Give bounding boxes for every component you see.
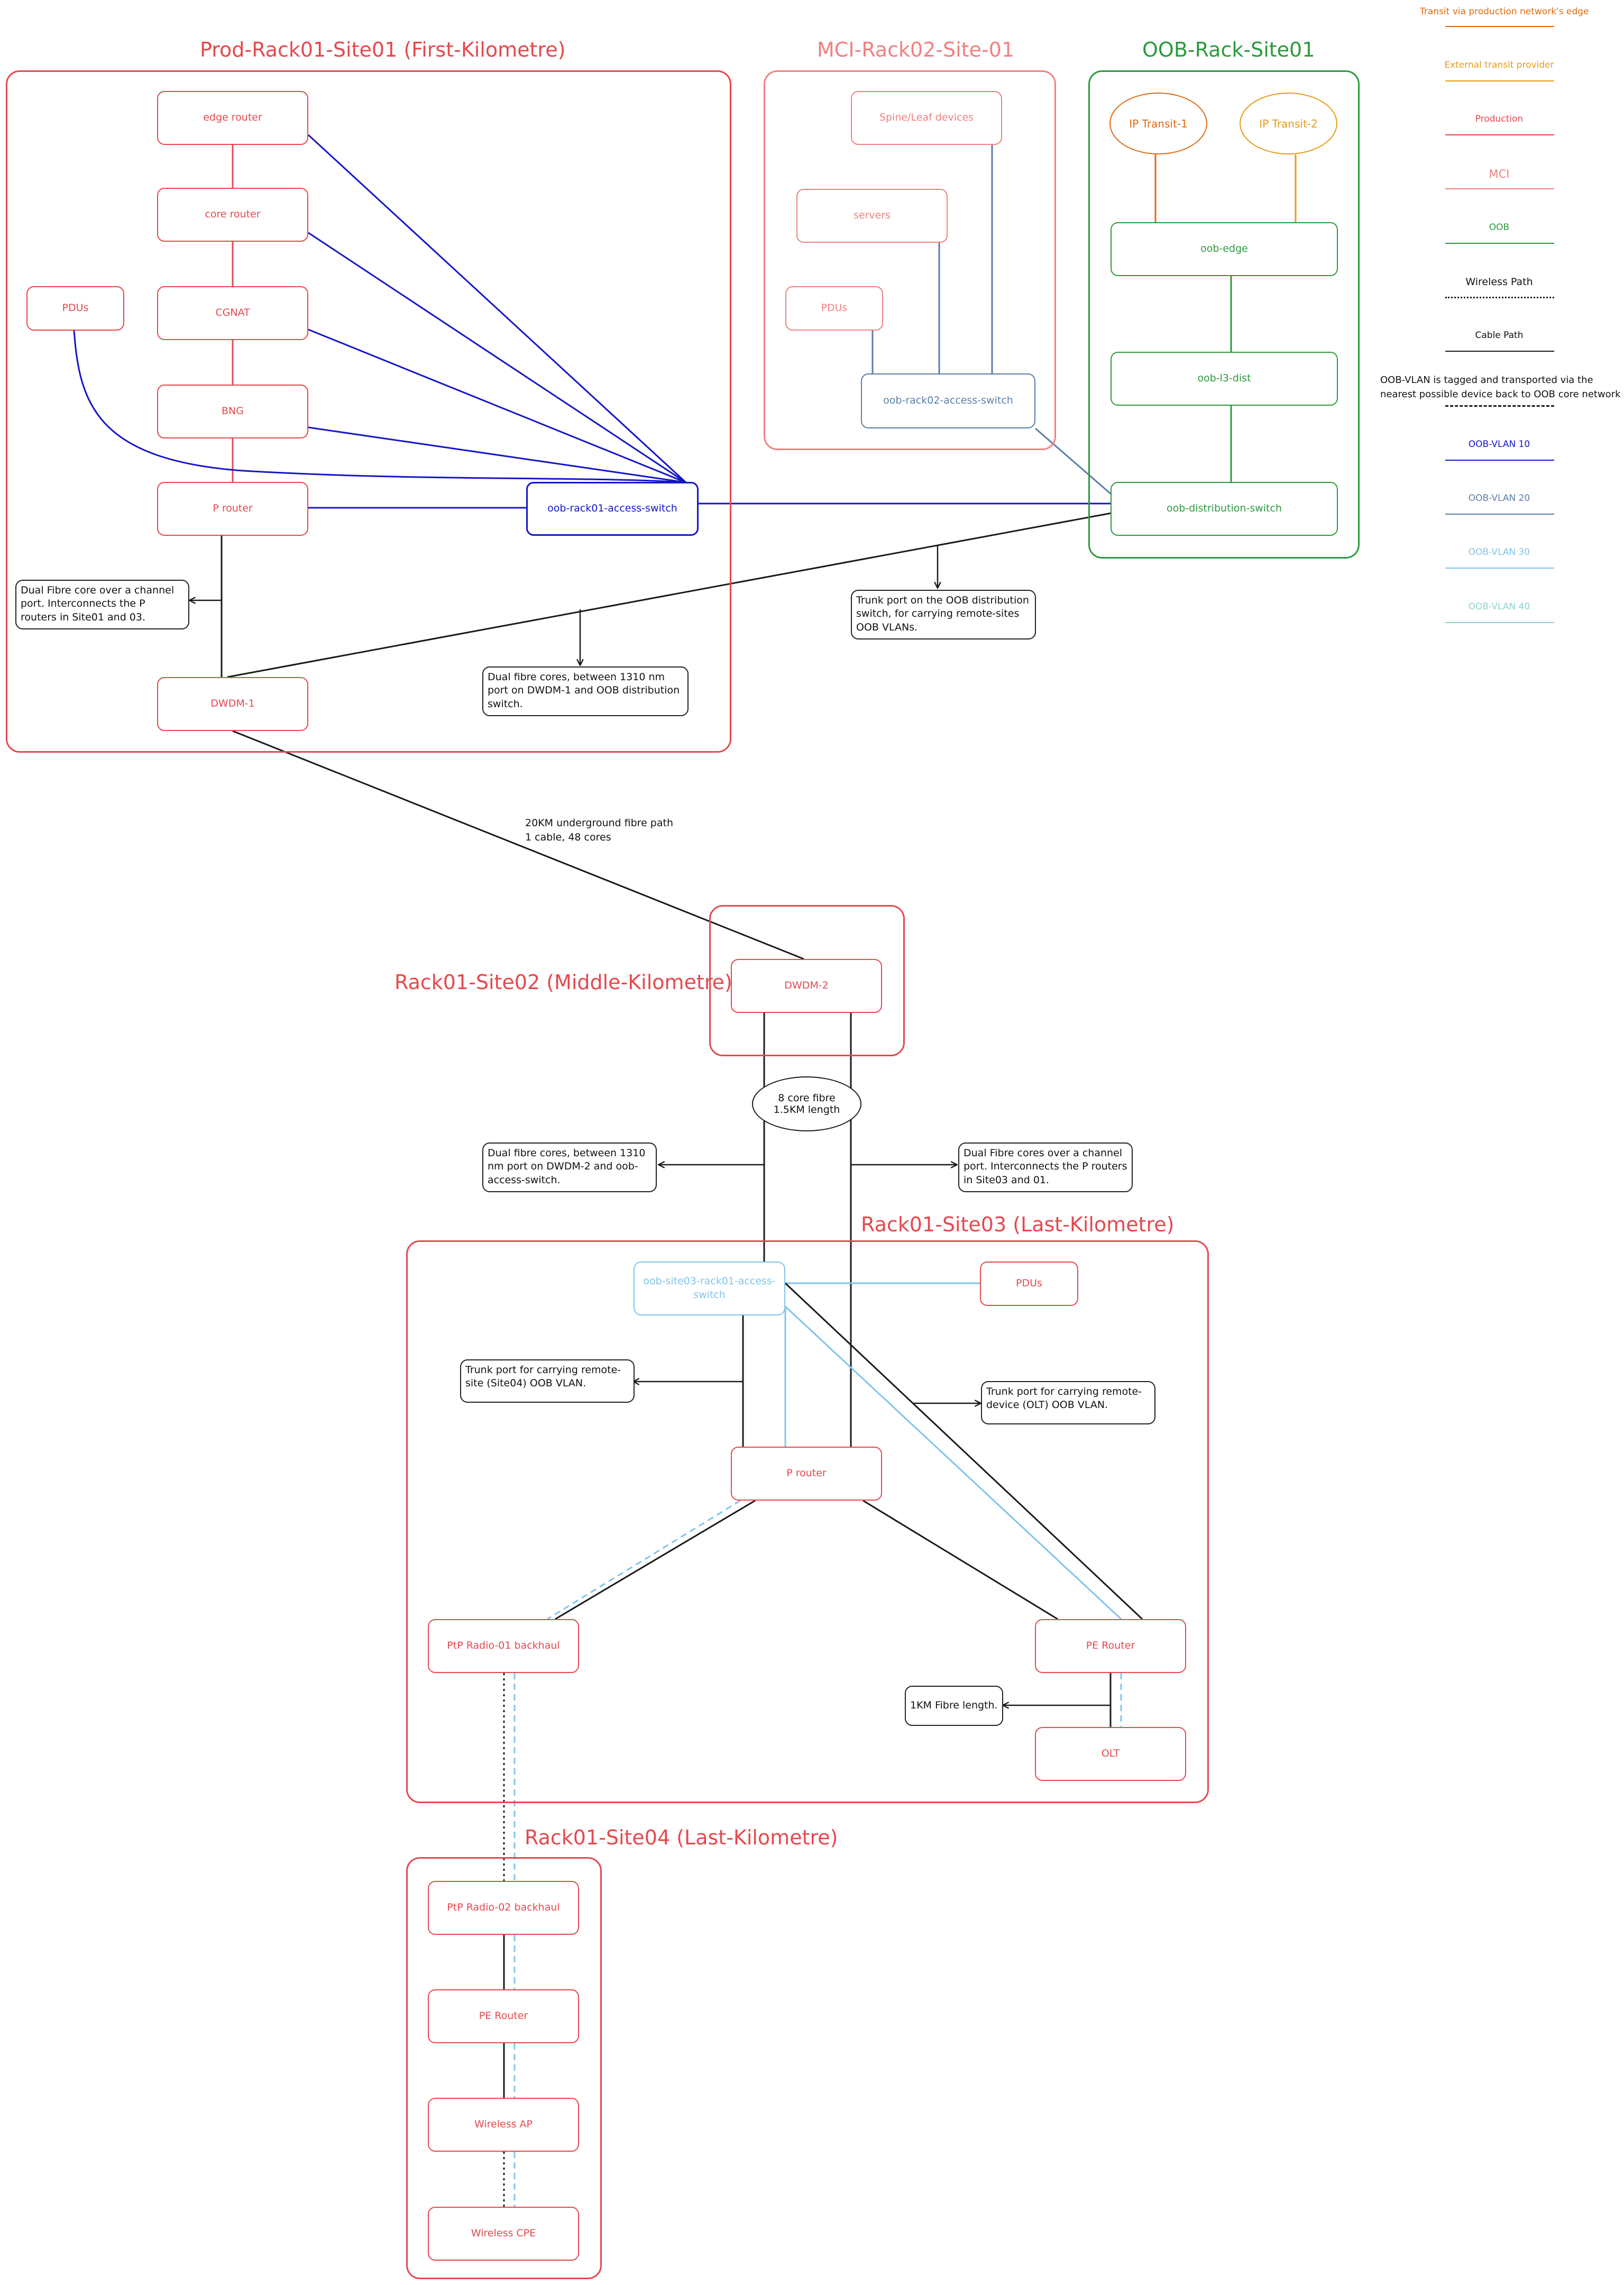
legend-transit-edge-label: Transit via production network's edge — [1420, 6, 1589, 17]
node-pdus-site03[interactable]: PDUs — [980, 1262, 1078, 1306]
legend-oob-vlan-note: OOB-VLAN is tagged and transported via t… — [1380, 374, 1621, 400]
note-1km-fibre: 1KM Fibre length. — [905, 1686, 1003, 1726]
node-p-router-site01[interactable]: P router — [157, 482, 308, 536]
node-dwdm-2[interactable]: DWDM-2 — [731, 959, 882, 1013]
node-oob-distribution-switch[interactable]: oob-distribution-switch — [1111, 482, 1338, 536]
legend-transit-edge-line — [1445, 26, 1554, 27]
group-site01 — [6, 70, 731, 753]
vlan30-prouter-ptp1 — [547, 1500, 741, 1620]
legend-vlan20-line — [1445, 514, 1554, 515]
vlan10-pdus — [73, 330, 686, 483]
vlan30-access-pe — [784, 1305, 1122, 1620]
legend-vlan30-line — [1445, 568, 1554, 569]
legend-vlan10-label: OOB-VLAN 10 — [1468, 439, 1530, 450]
group-site03 — [406, 1240, 1209, 1803]
node-servers[interactable]: servers — [796, 189, 948, 243]
node-cgnat[interactable]: CGNAT — [157, 286, 308, 340]
node-pdus-mci[interactable]: PDUs — [785, 286, 883, 331]
cable-dwdm1-oobdist — [227, 512, 1112, 678]
legend-oob-vlan-line — [1445, 405, 1554, 407]
legend-vlan40-line — [1445, 622, 1554, 623]
vlan10-cgnat — [308, 328, 686, 483]
legend-external-transit-label: External transit provider — [1444, 60, 1554, 70]
legend-cable-label: Cable Path — [1475, 330, 1524, 341]
cable-access-pe — [784, 1282, 1143, 1620]
node-edge-router[interactable]: edge router — [157, 91, 308, 145]
legend-production-label: Production — [1475, 114, 1524, 124]
legend-vlan30-label: OOB-VLAN 30 — [1468, 547, 1530, 557]
note-underground-fibre: 20KM underground fibre path 1 cable, 48 … — [525, 817, 673, 843]
cable-prouter-pe — [863, 1500, 1058, 1620]
legend-mci-line — [1445, 188, 1554, 189]
node-pe-router-site03[interactable]: PE Router — [1035, 1619, 1186, 1673]
vlan10-core-router — [308, 232, 686, 483]
group-title-site02: Rack01-Site02 (Middle-Kilometre) — [394, 971, 732, 994]
legend-mci-label: MCI — [1489, 168, 1510, 180]
group-title-oob-rack: OOB-Rack-Site01 — [1142, 38, 1315, 61]
group-oob-rack — [1088, 70, 1360, 559]
legend-wireless-line — [1445, 297, 1554, 298]
note-dual-fibre-dwdm1: Dual fibre cores, between 1310 nm port o… — [482, 666, 689, 716]
node-olt[interactable]: OLT — [1035, 1727, 1186, 1781]
node-dwdm-1[interactable]: DWDM-1 — [157, 677, 308, 731]
legend-vlan40-label: OOB-VLAN 40 — [1468, 601, 1530, 612]
node-oob-site03-access-switch[interactable]: oob-site03-rack01-access-switch — [634, 1262, 785, 1315]
cable-dwdm1-dwdm2 — [232, 730, 804, 960]
node-p-router-site03[interactable]: P router — [731, 1447, 882, 1501]
legend-production-line — [1445, 134, 1554, 135]
group-title-site04: Rack01-Site04 (Last-Kilometre) — [525, 1826, 838, 1849]
cable-prouter-ptp1 — [555, 1500, 756, 1620]
group-title-site03: Rack01-Site03 (Last-Kilometre) — [861, 1213, 1175, 1236]
group-title-mci: MCI-Rack02-Site-01 — [817, 38, 1015, 61]
note-core-fibre: 8 core fibre 1.5KM length — [752, 1076, 861, 1131]
note-dual-fibre-site03: Dual Fibre cores over a channel port. In… — [958, 1142, 1133, 1192]
node-core-router[interactable]: core router — [157, 188, 308, 242]
group-mci — [764, 70, 1056, 450]
node-ptp-radio-01[interactable]: PtP Radio-01 backhaul — [428, 1619, 579, 1673]
node-ip-transit-2[interactable]: IP Transit-2 — [1240, 93, 1337, 154]
node-spine-leaf[interactable]: Spine/Leaf devices — [851, 91, 1002, 145]
node-oob-rack01-access-switch[interactable]: oob-rack01-access-switch — [526, 482, 699, 536]
vlan10-edge-router — [307, 134, 687, 483]
node-ptp-radio-02[interactable]: PtP Radio-02 backhaul — [428, 1881, 579, 1935]
note-trunk-olt: Trunk port for carrying remote-device (O… — [981, 1381, 1155, 1424]
node-wireless-ap[interactable]: Wireless AP — [428, 2098, 579, 2152]
legend-vlan20-label: OOB-VLAN 20 — [1468, 493, 1530, 504]
legend-oob-label: OOB — [1489, 222, 1510, 233]
node-wireless-cpe[interactable]: Wireless CPE — [428, 2207, 579, 2261]
legend-vlan10-line — [1445, 460, 1554, 461]
vlan10-bng — [308, 426, 686, 483]
node-bng[interactable]: BNG — [157, 385, 308, 438]
legend-cable-line — [1445, 351, 1554, 352]
legend-wireless-label: Wireless Path — [1465, 276, 1533, 288]
note-trunk-site04: Trunk port for carrying remote-site (Sit… — [460, 1359, 635, 1403]
legend-oob-line — [1445, 243, 1554, 244]
group-title-site01: Prod-Rack01-Site01 (First-Kilometre) — [200, 38, 566, 61]
legend-external-transit-line — [1445, 80, 1554, 81]
node-oob-l3-dist[interactable]: oob-l3-dist — [1111, 352, 1338, 406]
node-oob-rack02-access-switch[interactable]: oob-rack02-access-switch — [861, 373, 1035, 428]
node-ip-transit-1[interactable]: IP Transit-1 — [1109, 93, 1207, 154]
note-dual-fibre-dwdm2: Dual fibre cores, between 1310 nm port o… — [482, 1142, 657, 1192]
node-oob-edge[interactable]: oob-edge — [1111, 222, 1338, 276]
node-pe-router-site04[interactable]: PE Router — [428, 1989, 579, 2043]
group-site04 — [406, 1857, 602, 2279]
note-dual-fibre-site01: Dual Fibre core over a channel port. Int… — [15, 580, 189, 629]
node-pdus-site01[interactable]: PDUs — [26, 286, 124, 331]
group-site02 — [709, 905, 905, 1056]
note-trunk-oob-dist: Trunk port on the OOB distribution switc… — [851, 590, 1036, 639]
